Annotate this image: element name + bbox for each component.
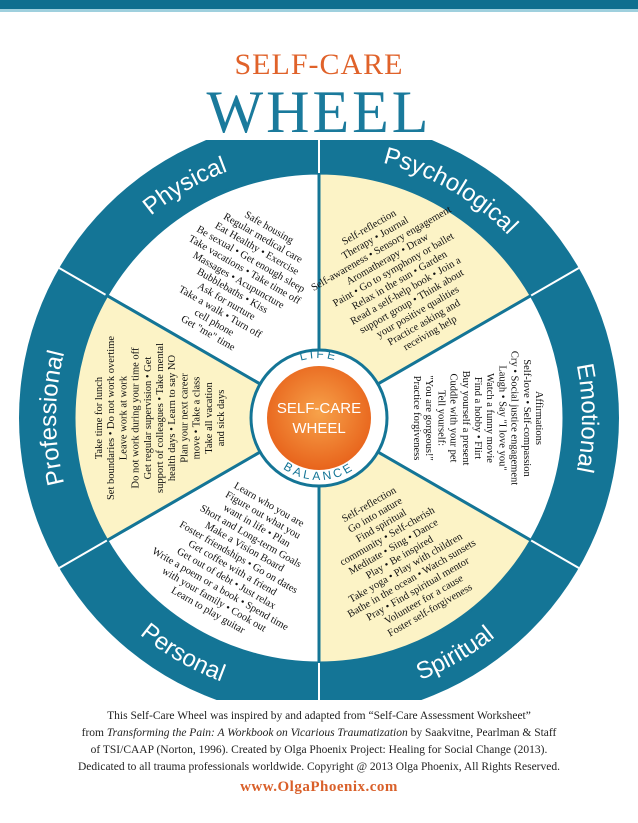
item-text: "You are gorgeous!" bbox=[423, 375, 434, 460]
top-border bbox=[0, 0, 638, 9]
item-text: health days • Learn to say NO bbox=[167, 355, 178, 482]
ring-divider bbox=[530, 267, 580, 297]
page-title-line1: SELF-CARE bbox=[234, 48, 404, 81]
top-border-accent bbox=[0, 9, 638, 12]
attribution-line2: from Transforming the Pain: A Workbook o… bbox=[81, 727, 557, 739]
item-text: Get regular supervision • Get bbox=[143, 357, 154, 480]
ring-divider bbox=[58, 539, 108, 569]
item-text: Set boundaries • Do not work overtime bbox=[106, 336, 117, 500]
hub-title-line2: WHEEL bbox=[292, 420, 345, 437]
item-text: Practice forgiveness bbox=[411, 376, 422, 461]
segment-physical bbox=[104, 171, 321, 421]
item-text: Tell yourself: bbox=[435, 390, 446, 446]
page-title-line2: WHEEL bbox=[206, 79, 432, 145]
item-text: Take all vacation bbox=[204, 381, 215, 453]
attribution: This Self-Care Wheel was inspired by and… bbox=[20, 708, 618, 776]
item-text: Find a hobby • Flirt bbox=[472, 377, 483, 460]
item-text: Take time for lunch bbox=[94, 376, 105, 459]
wheel-hub: LIFE BALANCE SELF-CARE WHEEL bbox=[249, 347, 389, 488]
website-link[interactable]: www.OlgaPhoenix.com bbox=[240, 779, 398, 795]
item-text: move • Take a class bbox=[192, 377, 203, 460]
item-text: Affirmations bbox=[533, 391, 544, 445]
section-label-emotional: Emotional bbox=[571, 361, 603, 475]
attribution-line4: Dedicated to all trauma professionals wo… bbox=[77, 761, 560, 773]
segment-professional bbox=[72, 293, 322, 543]
item-text: Plan your next career bbox=[179, 373, 190, 463]
item-text: Cry • Social justice engagement bbox=[509, 351, 520, 485]
segment-personal bbox=[104, 415, 321, 665]
segment-spiritual bbox=[317, 415, 534, 665]
hub-title-line1: SELF-CARE bbox=[277, 400, 361, 417]
item-text: Watch a funny movie bbox=[484, 373, 495, 463]
item-text: Cuddle with your pet bbox=[448, 374, 459, 463]
segment-psychological bbox=[317, 171, 534, 421]
item-text: Buy yourself a present bbox=[460, 371, 471, 466]
attribution-line1: This Self-Care Wheel was inspired by and… bbox=[107, 710, 531, 722]
item-text: support of colleagues • Take mental bbox=[155, 343, 166, 493]
wheel-segments bbox=[19, 140, 619, 700]
hub-center bbox=[267, 366, 371, 470]
segment-emotional bbox=[316, 293, 566, 543]
item-text: Leave work at work bbox=[118, 375, 129, 460]
ring-divider bbox=[58, 267, 108, 297]
item-text: and sick days bbox=[216, 390, 227, 447]
attribution-line3: of TSI/CAAP (Norton, 1996). Created by O… bbox=[90, 744, 548, 756]
item-text: Self-love • Self-compassion bbox=[521, 359, 532, 477]
item-text: Laugh • Say "I love you" bbox=[496, 365, 507, 470]
ring-divider bbox=[530, 539, 580, 569]
item-text: Do not work during your time off bbox=[131, 347, 142, 488]
